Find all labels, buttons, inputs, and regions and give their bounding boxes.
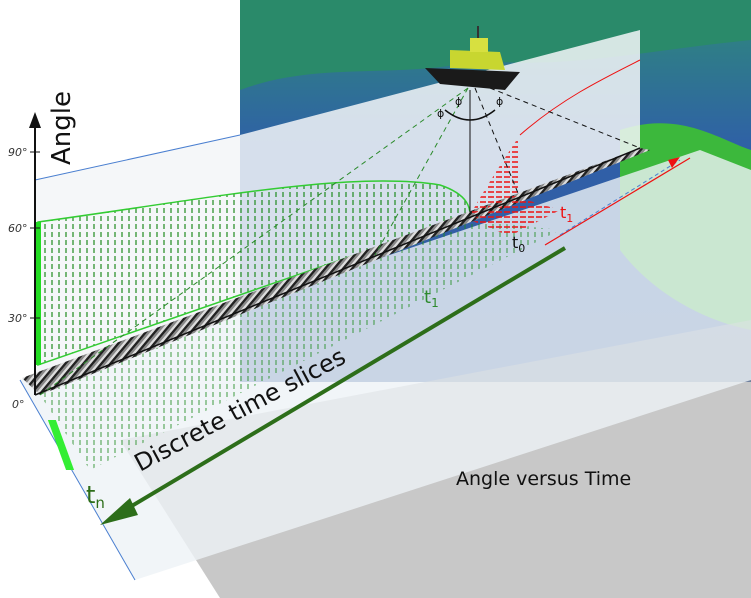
phi-left-label: ϕ <box>437 107 444 120</box>
t0-label: t0 <box>512 233 525 255</box>
caption: Angle versus Time <box>456 468 632 490</box>
current-slice-bar <box>35 222 41 365</box>
red-time-slices <box>470 198 560 236</box>
phi-mid-label: ϕ <box>455 95 462 108</box>
time-arrow-head-icon <box>100 498 138 525</box>
tn-slice-bar <box>47 420 75 470</box>
boat-icon <box>425 26 520 90</box>
phi-right-label: ϕ <box>496 95 503 108</box>
land-top <box>240 0 751 90</box>
tn-label: tn <box>86 481 105 512</box>
tick-0: 0° <box>12 398 25 411</box>
t1-red-label: t1 <box>560 203 573 225</box>
axis-title: Angle <box>47 91 77 165</box>
t1-green-label: t1 <box>424 287 439 310</box>
red-angle-area <box>470 135 520 215</box>
tick-30: 30° <box>8 312 28 325</box>
green-time-slices <box>40 220 560 470</box>
time-arrow <box>123 246 567 512</box>
axis-arrow-icon <box>29 112 41 128</box>
tick-90: 90° <box>8 146 28 159</box>
time-plane <box>20 150 751 580</box>
tick-60: 60° <box>8 222 28 235</box>
red-arrow-head-icon <box>668 157 680 168</box>
